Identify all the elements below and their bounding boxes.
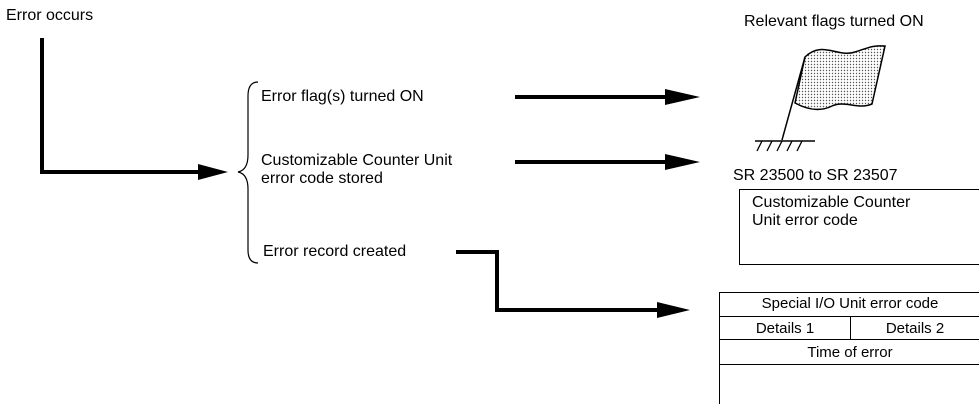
sr-box-line2: Unit error code [752,212,858,229]
time-of-error-cell: Time of error [807,344,893,361]
details-divider [850,316,851,339]
sr-error-code-box: Customizable Counter Unit error code [739,189,979,265]
flags-caption: Relevant flags turned ON [744,13,924,30]
action-code-label-line1: Customizable Counter Unit [261,152,453,169]
action-flag-label: Error flag(s) turned ON [261,88,424,105]
flag-arrowhead [665,89,700,105]
action-record-label: Error record created [263,243,407,260]
code-arrowhead [665,154,700,170]
record-arrowhead [657,302,690,318]
record-header-cell: Special I/O Unit error code [761,295,939,312]
error-record-table: Special I/O Unit error code Details 1 De… [719,292,979,404]
main-connector [40,38,198,174]
sr-box-line1: Customizable Counter [752,194,911,211]
details-1-cell: Details 1 [755,320,815,337]
action-code-label-line2: error code stored [261,170,383,187]
record-connector [456,250,660,312]
error-occurs-label: Error occurs [6,7,94,24]
sr-range-label: SR 23500 to SR 23507 [733,167,898,184]
details-2-cell: Details 2 [885,320,945,337]
main-arrowhead [198,164,228,180]
action-brace [237,81,259,264]
flag-icon [755,45,886,152]
